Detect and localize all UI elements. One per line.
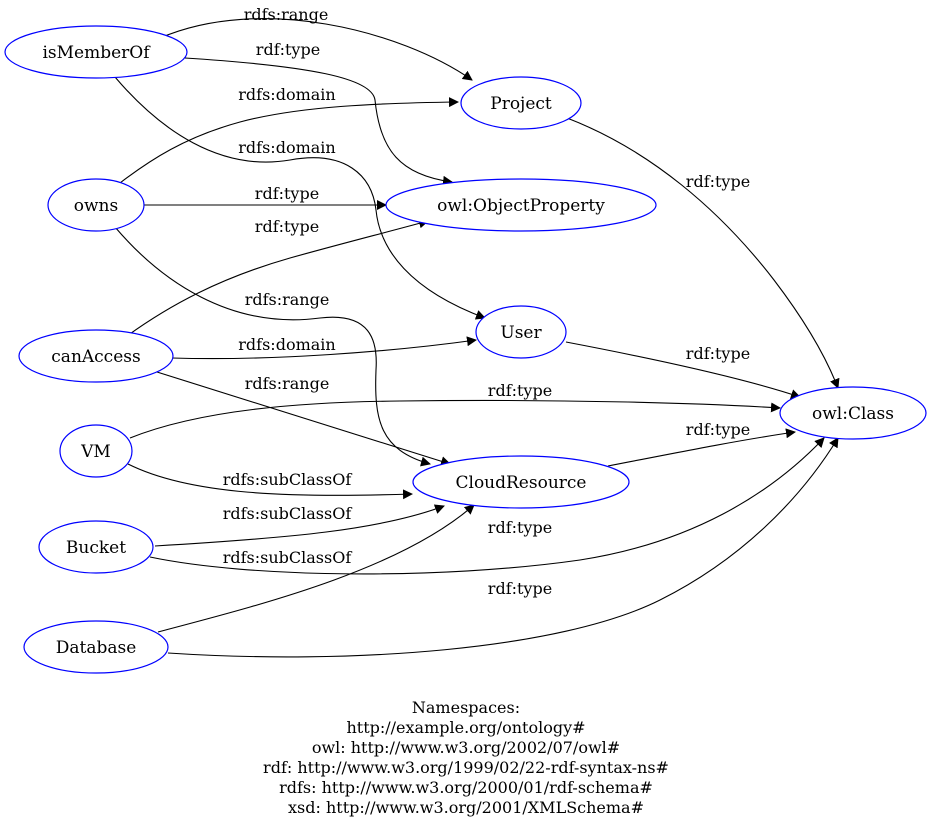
- node-label: owns: [74, 196, 118, 216]
- node-label: User: [500, 323, 542, 343]
- edge-label: rdf:type: [255, 217, 319, 236]
- node-cloudresource: CloudResource: [412, 455, 630, 509]
- edge-bucket-cloudresource: rdfs:subClassOf: [154, 504, 445, 547]
- node-label: canAccess: [51, 347, 140, 367]
- edge-label: rdfs:range: [245, 374, 330, 393]
- node-owl-class: owl:Class: [779, 386, 927, 440]
- namespace-line: owl: http://www.w3.org/2002/07/owl#: [312, 738, 620, 757]
- edge-ismemberof-user: rdfs:domain: [114, 76, 486, 320]
- edge-label: rdf:type: [488, 579, 552, 598]
- edge-label: rdfs:domain: [238, 85, 335, 104]
- edge-owns-project: rdfs:domain: [119, 85, 459, 184]
- node-vm: VM: [59, 424, 133, 478]
- node-label: Database: [56, 638, 137, 658]
- namespace-line: http://example.org/ontology#: [346, 718, 585, 737]
- edge-owns-objectproperty: rdf:type: [143, 184, 387, 210]
- namespace-line: rdfs: http://www.w3.org/2000/01/rdf-sche…: [279, 778, 653, 797]
- edge-label: rdfs:subClassOf: [223, 470, 353, 489]
- edge-label: rdf:type: [488, 518, 552, 537]
- edge-ismemberof-project: rdfs:range: [159, 5, 473, 81]
- node-database: Database: [23, 620, 169, 674]
- edge-cloudresource-class: rdf:type: [607, 420, 796, 467]
- node-label: Project: [490, 94, 552, 114]
- edge-database-cloudresource: rdfs:subClassOf: [157, 504, 475, 633]
- edge-label: rdf:type: [686, 344, 750, 363]
- node-owns: owns: [47, 178, 145, 232]
- edge-label: rdf:type: [255, 184, 319, 203]
- edge-label: rdf:type: [686, 420, 750, 439]
- edge-label: rdfs:subClassOf: [223, 504, 353, 523]
- node-label: isMemberOf: [42, 43, 151, 63]
- edge-label: rdfs:domain: [238, 335, 335, 354]
- node-objectproperty: owl:ObjectProperty: [385, 178, 657, 232]
- edge-user-class: rdf:type: [565, 341, 801, 399]
- namespaces-legend: Namespaces: http://example.org/ontology#…: [263, 698, 669, 817]
- node-label: Bucket: [66, 538, 126, 558]
- edge-ismemberof-objectproperty: rdf:type: [184, 40, 453, 186]
- edge-project-class: rdf:type: [566, 117, 840, 389]
- edge-canaccess-user: rdfs:domain: [171, 335, 477, 360]
- edge-owns-cloudresource: rdfs:range: [114, 226, 431, 467]
- edge-canaccess-cloudresource: rdfs:range: [156, 371, 451, 466]
- node-ismemberof: isMemberOf: [4, 25, 188, 79]
- node-label: owl:ObjectProperty: [437, 196, 605, 216]
- edge-label: rdfs:range: [244, 5, 329, 24]
- edge-label: rdf:type: [686, 172, 750, 191]
- edge-label: rdf:type: [256, 40, 320, 59]
- edge-canaccess-objectproperty: rdf:type: [126, 217, 429, 337]
- node-canaccess: canAccess: [18, 329, 174, 383]
- edge-label: rdfs:range: [245, 290, 330, 309]
- namespace-line: rdf: http://www.w3.org/1999/02/22-rdf-sy…: [263, 758, 669, 777]
- node-user: User: [475, 305, 567, 359]
- edge-database-class: rdf:type: [167, 437, 839, 658]
- edge-vm-class: rdf:type: [129, 381, 781, 439]
- namespace-line: xsd: http://www.w3.org/2001/XMLSchema#: [288, 798, 644, 817]
- node-project: Project: [460, 76, 582, 130]
- namespaces-title: Namespaces:: [412, 698, 520, 717]
- edge-label: rdfs:domain: [238, 138, 335, 157]
- edge-bucket-class: rdf:type: [149, 437, 825, 575]
- edge-label: rdfs:subClassOf: [223, 548, 353, 567]
- node-label: CloudResource: [456, 473, 587, 493]
- node-label: VM: [80, 442, 111, 462]
- node-bucket: Bucket: [38, 520, 154, 574]
- node-label: owl:Class: [812, 404, 894, 424]
- edge-vm-cloudresource: rdfs:subClassOf: [127, 463, 413, 500]
- edge-label: rdf:type: [488, 381, 552, 400]
